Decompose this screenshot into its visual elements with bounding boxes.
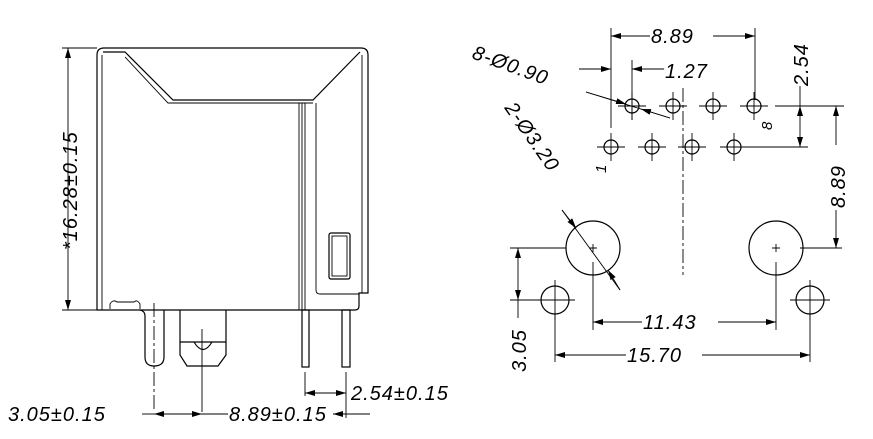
post-hole-callout: 2-Ø3.20 [499,97,563,175]
post-offset-dim-label: 3.05±0.15 [8,404,106,426]
shield-lines [298,103,306,310]
small-hole-callout: 8-Ø0.90 [469,42,551,90]
footprint-view: 8.89 1.27 8-Ø0.90 1 8 2.54 8.89 2-Ø3.20 [469,26,850,372]
post-vertical-dim-label: 3.05 [509,329,531,372]
leader-line [561,209,621,291]
locating-post [179,310,227,367]
pin8-mark: 8 [759,121,776,130]
pin-hole [659,92,687,120]
pin-hole [740,92,768,120]
leader-arrow [607,269,621,291]
pin-hole [699,92,727,120]
height-dim-label: *16.28±0.15 [60,131,82,250]
clip [109,300,141,309]
outer-spacing-dim-label: 15.70 [627,345,682,367]
leader-arrow [561,209,577,229]
leader-arrow [640,108,671,119]
housing-outline [96,47,369,311]
pin-offset-dim-label: 1.27 [665,61,708,83]
row-width-dim-label: 8.89 [651,26,694,48]
led-window [328,232,351,280]
pin-holes [597,92,768,161]
pin [341,309,351,368]
housing-inner-edge [101,55,363,310]
post-holes [535,220,830,320]
post-to-pin-dim-label: 8.89±0.15 [229,404,327,426]
pin-hole [597,133,625,161]
side-panel [315,103,359,295]
pin-hole [638,133,666,161]
board-lock-leg [139,309,165,367]
opening-inner [124,56,313,104]
row-spacing-dim-label: 2.54 [791,43,813,87]
pin-pitch-dim-label: 2.54±0.15 [350,383,449,405]
post-spacing-dim-label: 11.43 [643,312,697,334]
pin [301,309,310,368]
opening-outline [103,51,361,101]
side-view: *16.28±0.15 2.54±0.15 3.05±0.15 8.89±0.1… [8,47,449,426]
pin-hole [678,133,706,161]
pin1-mark: 1 [593,164,610,173]
led-window-inner [331,235,348,277]
hole-to-post-dim-label: 8.89 [828,165,850,208]
leader-arrow [585,91,627,105]
